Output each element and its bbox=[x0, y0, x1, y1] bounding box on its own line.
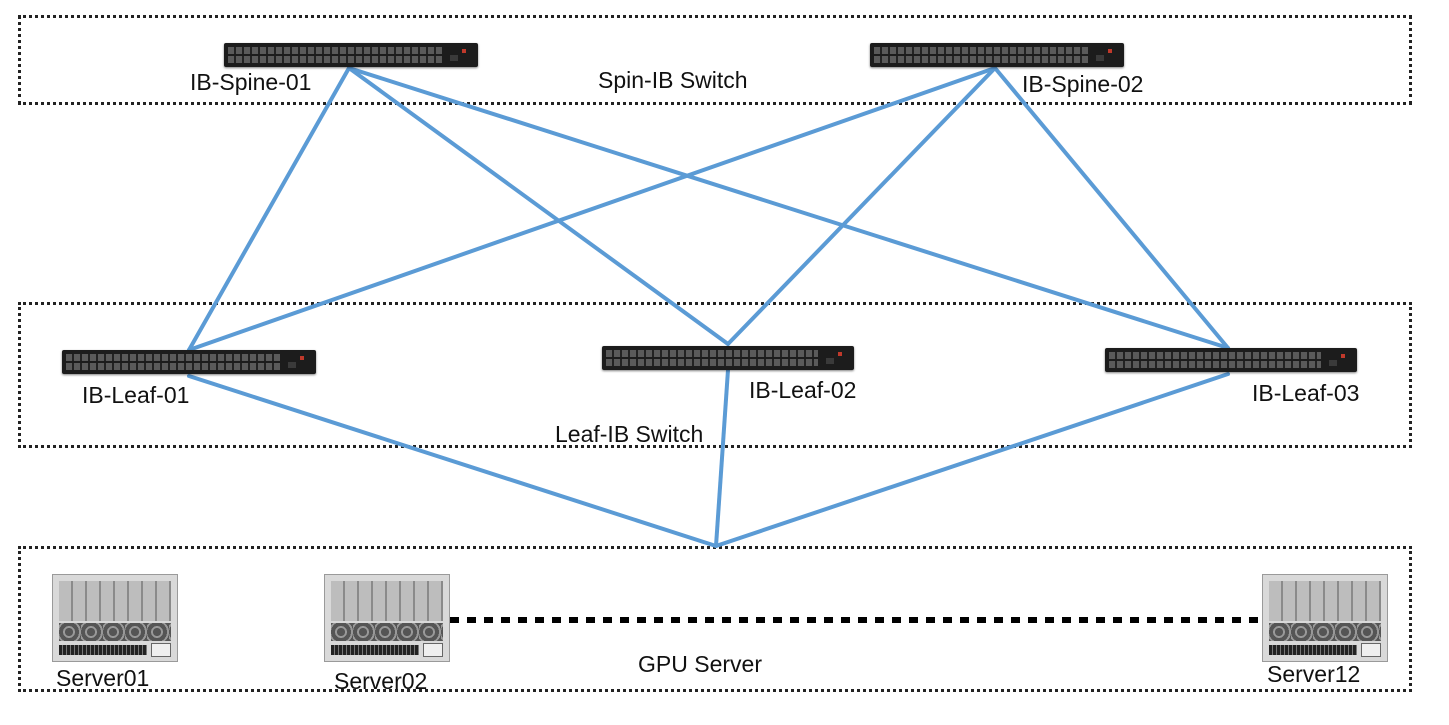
switch-ports bbox=[1109, 352, 1321, 368]
server-12-label: Server12 bbox=[1267, 661, 1361, 687]
fan-icon bbox=[331, 623, 443, 641]
leaf-switch-03[interactable] bbox=[1105, 348, 1357, 372]
psu-icon bbox=[151, 643, 171, 657]
mgmt-port-icon bbox=[1096, 55, 1104, 61]
link-spine01-leaf03 bbox=[347, 66, 1230, 350]
link-leaf03-server-bus bbox=[714, 372, 1230, 548]
status-led-icon bbox=[1108, 49, 1112, 53]
switch-ports bbox=[66, 354, 280, 370]
drive-bays bbox=[331, 645, 419, 655]
link-spine01-leaf02 bbox=[347, 66, 730, 346]
spine-01-label: IB-Spine-01 bbox=[190, 69, 312, 95]
gpu-bay bbox=[331, 581, 443, 621]
spine-zone-box bbox=[18, 15, 1412, 105]
switch-ports bbox=[228, 47, 442, 63]
leaf-switch-02[interactable] bbox=[602, 346, 854, 370]
link-spine02-leaf03 bbox=[993, 66, 1230, 350]
link-leaf02-server-bus bbox=[714, 368, 730, 548]
switch-ports bbox=[874, 47, 1088, 63]
drive-bays bbox=[1269, 645, 1357, 655]
spine-switch-01[interactable] bbox=[224, 43, 478, 67]
gpu-bay bbox=[1269, 581, 1381, 621]
server-02-label: Server02 bbox=[334, 668, 428, 694]
leaf-zone-box bbox=[18, 302, 1412, 448]
leaf-zone-label: Leaf-IB Switch bbox=[555, 421, 704, 447]
status-led-icon bbox=[300, 356, 304, 360]
mgmt-port-icon bbox=[826, 358, 834, 364]
gpu-server-12[interactable] bbox=[1262, 574, 1388, 662]
mgmt-port-icon bbox=[288, 362, 296, 368]
leaf-switch-01[interactable] bbox=[62, 350, 316, 374]
status-led-icon bbox=[462, 49, 466, 53]
leaf-03-label: IB-Leaf-03 bbox=[1252, 380, 1360, 406]
status-led-icon bbox=[1341, 354, 1345, 358]
gpu-server-02[interactable] bbox=[324, 574, 450, 662]
psu-icon bbox=[423, 643, 443, 657]
server-01-label: Server01 bbox=[56, 665, 150, 691]
leaf-01-label: IB-Leaf-01 bbox=[82, 382, 190, 408]
psu-icon bbox=[1361, 643, 1381, 657]
gpu-bay bbox=[59, 581, 171, 621]
leaf-02-label: IB-Leaf-02 bbox=[749, 377, 857, 403]
spine-02-label: IB-Spine-02 bbox=[1022, 71, 1144, 97]
drive-bays bbox=[59, 645, 147, 655]
gpu-server-01[interactable] bbox=[52, 574, 178, 662]
mgmt-port-icon bbox=[450, 55, 458, 61]
link-leaf01-server-bus bbox=[187, 374, 718, 548]
spine-switch-02[interactable] bbox=[870, 43, 1124, 67]
fan-icon bbox=[59, 623, 171, 641]
gpu-zone-label: GPU Server bbox=[638, 651, 762, 677]
link-spine01-leaf01 bbox=[187, 66, 351, 352]
status-led-icon bbox=[838, 352, 842, 356]
switch-ports bbox=[606, 350, 818, 366]
link-spine02-leaf02 bbox=[726, 66, 997, 346]
link-spine02-leaf01 bbox=[187, 66, 997, 352]
mgmt-port-icon bbox=[1329, 360, 1337, 366]
fan-icon bbox=[1269, 623, 1381, 641]
spine-zone-label: Spin-IB Switch bbox=[598, 67, 748, 93]
